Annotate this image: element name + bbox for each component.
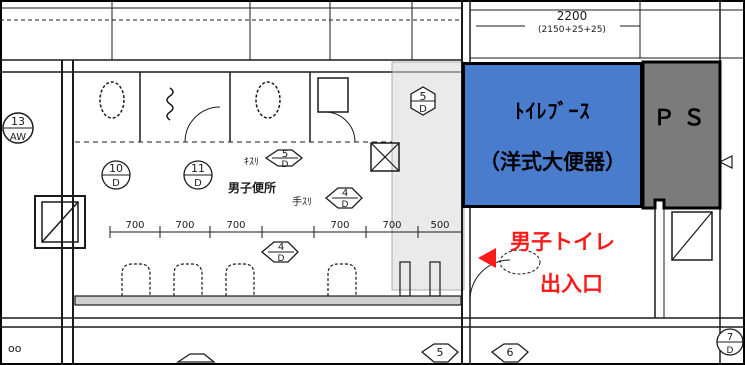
svg-text:D: D [419,104,427,115]
hex-marker-7: 7 D [716,328,744,356]
svg-text:4: 4 [278,242,284,253]
dimension-label: 700 [382,220,401,231]
hex-marker-5c: 5 [420,343,459,363]
hex-marker-5: 5 D [410,86,436,116]
urinal-group [121,263,357,296]
handrail [429,261,441,297]
hex-marker-5b: 5 D [264,149,304,170]
window-unit [671,211,713,261]
window-unit [41,201,79,243]
room-name: 男子便所 [228,180,276,195]
ps-label: ＰＳ [652,106,713,131]
left-bottom-label: oo [8,342,22,355]
svg-text:5: 5 [437,346,444,359]
hex-marker-10: 10 D [101,160,131,190]
ps-block [641,60,722,210]
svg-text:4: 4 [342,188,348,199]
fixture-box [317,77,349,113]
dimension-ticks [109,226,463,238]
door-swing [469,259,511,301]
svg-text:10: 10 [109,162,123,175]
svg-text:D: D [112,178,120,189]
svg-text:7: 7 [727,332,733,343]
svg-text:D: D [282,160,289,170]
door-swing [184,106,221,143]
svg-text:6: 6 [507,346,514,359]
svg-text:5: 5 [282,149,288,160]
window-unit [34,195,86,249]
mens-toilet-label: 男子トイレ [510,230,615,254]
window-unit [671,211,713,261]
aw-number: 13 [11,115,25,128]
svg-text:D: D [194,178,202,189]
entrance-label: 出入口 [540,272,603,296]
dimension-label: 700 [330,220,349,231]
toilet-booth-box: ﾄｲﾚﾌﾞｰｽ （洋式大便器） [462,62,643,208]
western-toilet-label: （洋式大便器） [479,149,626,174]
svg-text:11: 11 [191,162,205,175]
paper-holder-icon [166,87,174,121]
top-dimension-detail: (2150+25+25) [538,25,606,35]
dimension-label: 700 [125,220,144,231]
svg-text:D: D [278,254,285,264]
toilet-bowl [99,81,125,119]
hex-marker-11: 11 D [183,160,213,190]
dimension-label: 700 [226,220,245,231]
hex-marker-4: 4 D [324,187,363,210]
svg-text:D: D [342,200,349,210]
vent-box [370,142,400,172]
toilet-booth-label: ﾄｲﾚﾌﾞｰｽ [514,98,591,123]
handrail [399,261,411,297]
counter-bar [74,295,462,306]
hex-marker-4b: 4 D [260,241,299,264]
top-dimension: 2200 [557,9,588,23]
hex-marker-partial [175,353,216,363]
dimension-label: 700 [175,220,194,231]
hex-marker-6: 6 [490,343,529,363]
toilet-bowl [255,81,281,119]
arrow-marker-icon [718,155,733,169]
vent-box [370,142,400,172]
handrail-label: ｷｽﾘ [244,157,259,168]
floor-drain [499,249,541,275]
entrance-arrow-icon [478,248,496,268]
dimension-label: 500 [430,220,449,231]
svg-text:D: D [727,346,734,356]
door-swing [324,111,356,143]
hatch-outline [391,61,465,291]
aw-label: AW [10,132,26,143]
svg-text:5: 5 [420,90,427,103]
handrail-label: 手ｽﾘ [292,195,312,208]
window-unit [41,201,79,243]
